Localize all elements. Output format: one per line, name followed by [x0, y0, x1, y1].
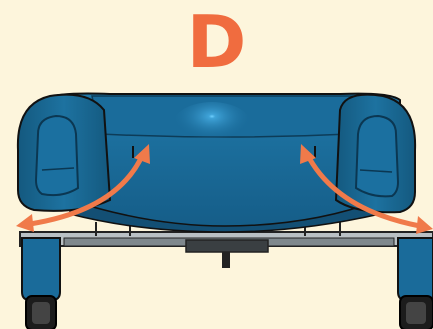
left-armrest [16, 93, 112, 212]
frame-center-bracket [185, 239, 269, 253]
sofa-cushion [47, 92, 401, 233]
curved-arrow-right-icon [300, 144, 433, 234]
step-letter: D [186, 0, 247, 84]
left-leg [21, 237, 61, 329]
right-leg [397, 237, 433, 329]
frame-center-post [222, 252, 230, 268]
curved-arrow-left-icon [16, 144, 150, 232]
right-armrest [334, 93, 417, 214]
